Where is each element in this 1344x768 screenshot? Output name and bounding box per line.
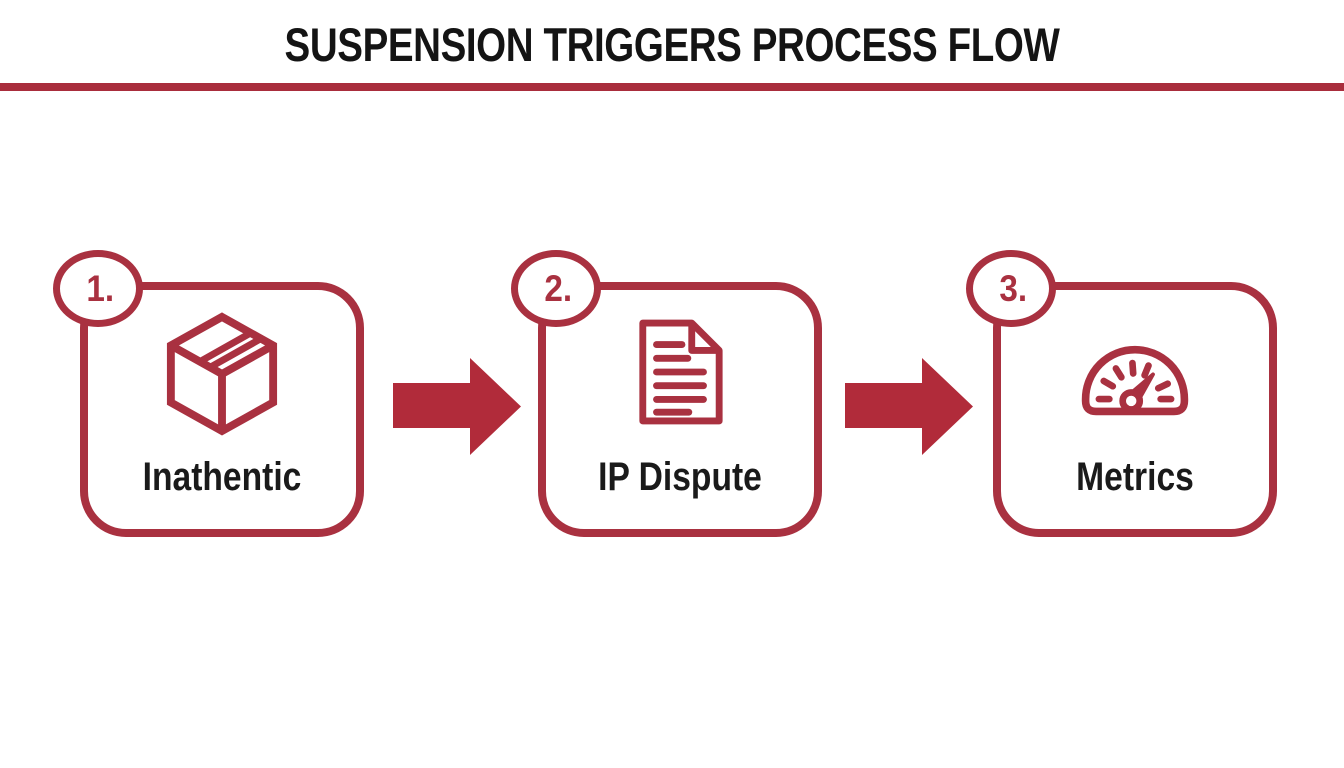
- step-label: Inathentic: [142, 455, 302, 499]
- step-label: IP Dispute: [598, 455, 762, 499]
- step-card-inathentic: 1. Inathentic: [53, 250, 364, 537]
- step-label: Metrics: [1076, 455, 1194, 499]
- step-number: 2.: [543, 267, 572, 309]
- step-number: 1.: [85, 267, 114, 309]
- document-icon: [633, 316, 727, 433]
- step-number-badge: 3.: [966, 250, 1056, 327]
- title-divider: [0, 83, 1344, 91]
- arrow-right-icon: [393, 358, 521, 455]
- step-number-badge: 1.: [53, 250, 143, 327]
- step-card-metrics: 3.: [966, 250, 1277, 537]
- step-card-ip-dispute: 2. IP Dispute: [511, 250, 822, 537]
- step-number-badge: 2.: [511, 250, 601, 327]
- gauge-icon: [1078, 319, 1192, 429]
- package-icon: [163, 308, 281, 441]
- step-number: 3.: [998, 267, 1027, 309]
- arrow-right-icon: [845, 358, 973, 455]
- page-title: SUSPENSION TRIGGERS PROCESS FLOW: [284, 18, 1060, 71]
